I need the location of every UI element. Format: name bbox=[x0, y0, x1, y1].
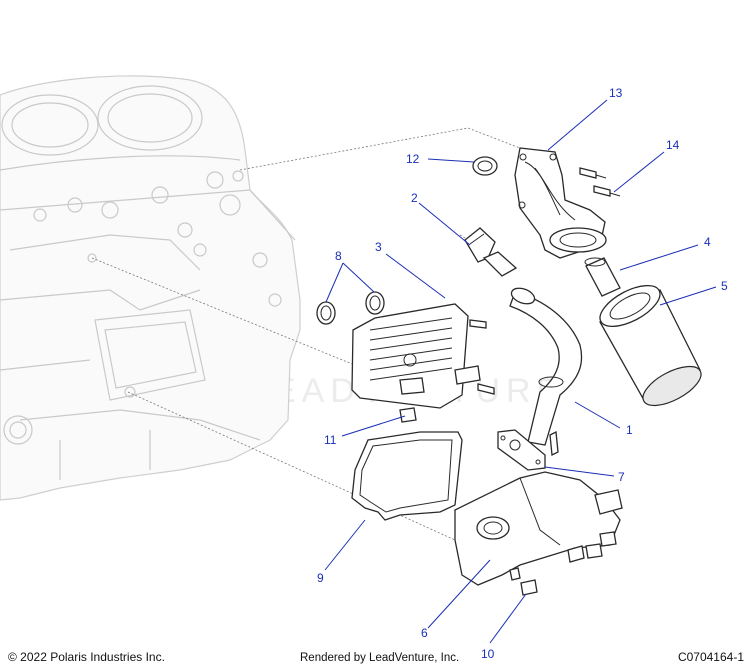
o-rings-8 bbox=[316, 291, 385, 325]
bolts-14 bbox=[579, 167, 621, 197]
o-ring-12 bbox=[472, 156, 498, 176]
callout-8: 8 bbox=[335, 249, 342, 263]
pickup-tube-1 bbox=[509, 287, 583, 446]
callout-5: 5 bbox=[721, 279, 728, 293]
copyright-text: © 2022 Polaris Industries Inc. bbox=[8, 650, 165, 664]
engine-block-ghost bbox=[0, 75, 301, 501]
callout-3: 3 bbox=[375, 240, 382, 254]
sensor-2 bbox=[464, 227, 518, 277]
filter-adapter-housing bbox=[514, 147, 607, 259]
gasket-7 bbox=[497, 429, 559, 471]
figure-id: C0704164-1 bbox=[677, 650, 744, 664]
sleeve-4 bbox=[584, 257, 621, 297]
bolt-11 bbox=[399, 407, 417, 423]
housing-6 bbox=[454, 471, 623, 586]
leader-lines bbox=[324, 99, 717, 644]
bolt-10 bbox=[520, 579, 538, 596]
callout-4: 4 bbox=[704, 235, 711, 249]
callout-10: 10 bbox=[481, 647, 495, 661]
rendered-by-text: Rendered by LeadVenture, Inc. bbox=[300, 652, 460, 664]
callout-7: 7 bbox=[618, 470, 625, 484]
oil-cooler-3 bbox=[351, 303, 495, 409]
callout-9: 9 bbox=[317, 571, 324, 585]
callout-12: 12 bbox=[406, 152, 420, 166]
oil-filter-5 bbox=[599, 284, 702, 407]
callout-2: 2 bbox=[411, 191, 418, 205]
gasket-9 bbox=[351, 431, 463, 521]
callout-11: 11 bbox=[324, 433, 337, 447]
callout-13: 13 bbox=[609, 86, 623, 100]
callout-labels: 1 2 3 4 5 6 7 8 9 10 11 12 13 14 bbox=[317, 86, 728, 661]
callout-1: 1 bbox=[626, 423, 633, 437]
callout-14: 14 bbox=[666, 138, 680, 152]
callout-6: 6 bbox=[421, 626, 428, 640]
